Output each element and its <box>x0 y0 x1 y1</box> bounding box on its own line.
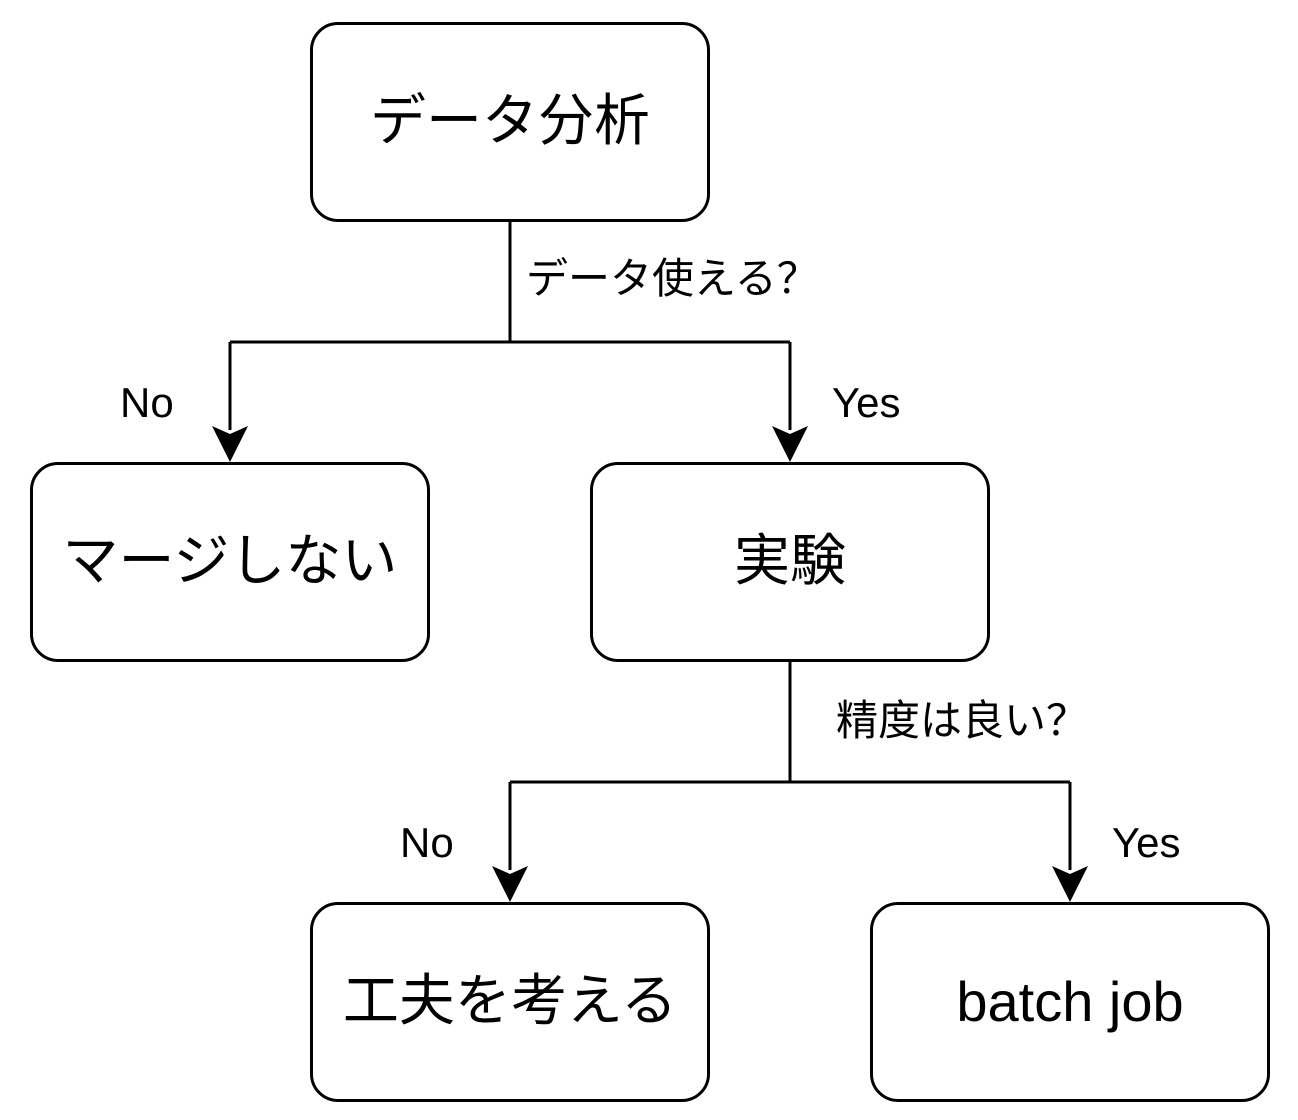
branch-label-yes-first: Yes <box>832 379 901 426</box>
node-experiment: 実験 <box>590 462 990 662</box>
node-batch-job-label: batch job <box>956 970 1184 1033</box>
branch-label-no-first: No <box>120 379 174 426</box>
node-no-merge-label: マージしない <box>62 529 398 594</box>
node-no-merge: マージしない <box>30 462 430 662</box>
node-data-analysis-label: データ分析 <box>370 89 650 154</box>
arrowhead-improve <box>492 866 528 902</box>
branch-label-yes-second: Yes <box>1112 819 1181 866</box>
arrowhead-no-merge <box>212 426 248 462</box>
question-accuracy-good: 精度は良い？ <box>836 696 1089 745</box>
arrowhead-batch <box>1052 866 1088 902</box>
node-batch-job: batch job <box>870 902 1270 1102</box>
node-improve-label: 工夫を考える <box>342 969 678 1034</box>
node-experiment-label: 実験 <box>734 529 846 594</box>
branch-label-no-second: No <box>400 819 454 866</box>
node-data-analysis: データ分析 <box>310 22 710 222</box>
arrowhead-experiment <box>772 426 808 462</box>
node-improve: 工夫を考える <box>310 902 710 1102</box>
question-data-usable: データ使える？ <box>526 254 819 303</box>
